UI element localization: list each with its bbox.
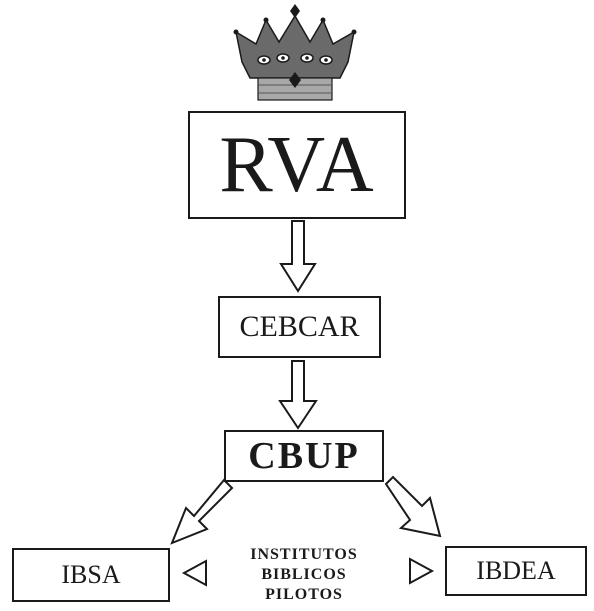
node-cbup: CBUP: [224, 430, 384, 482]
caption-line: INSTITUTOS: [250, 546, 358, 563]
node-ibdea-label: IBDEA: [476, 556, 556, 585]
institutes-caption: INSTITUTOS BIBLICOS PILOTOS: [214, 545, 394, 611]
node-cebcar-label: CEBCAR: [239, 310, 360, 343]
node-ibdea: IBDEA: [445, 546, 587, 596]
arrow-cbup-to-ibdea: [384, 475, 442, 538]
node-rva-label: RVA: [219, 120, 375, 209]
caption-line: BIBLICOS: [261, 566, 347, 583]
node-ibsa-label: IBSA: [61, 560, 121, 589]
arrow-cebcar-to-cbup: [278, 360, 318, 430]
triangle-left-icon: [181, 559, 207, 587]
triangle-right-icon: [409, 557, 435, 585]
node-ibsa: IBSA: [12, 548, 170, 602]
arrow-rva-to-cebcar: [279, 220, 317, 293]
crown-icon: [233, 4, 357, 101]
arrow-cbup-to-ibsa: [170, 478, 234, 545]
node-rva: RVA: [188, 111, 406, 219]
caption-line: PILOTOS: [265, 586, 343, 603]
node-cbup-label: CBUP: [248, 435, 360, 477]
node-cebcar: CEBCAR: [218, 296, 381, 358]
